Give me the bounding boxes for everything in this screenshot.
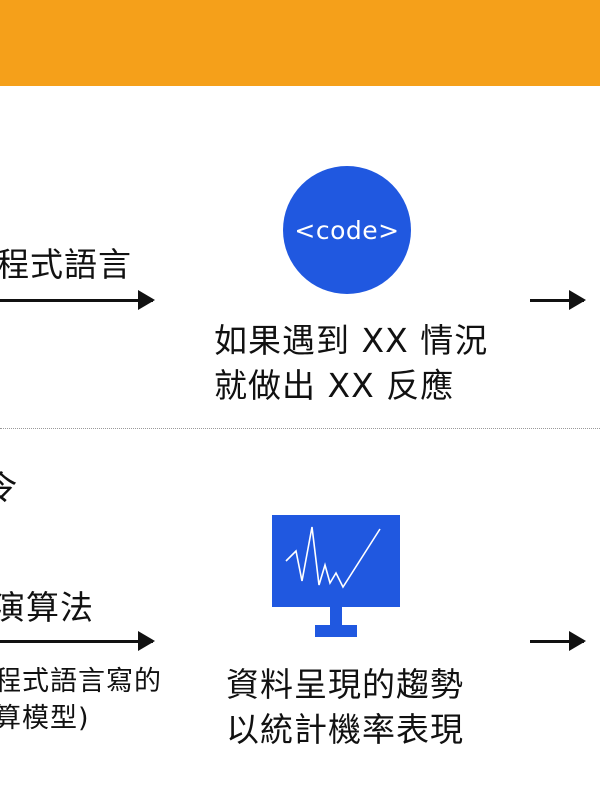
algorithm-label: 演算法 — [0, 588, 94, 627]
algorithm-desc-line-2: 算模型) — [0, 703, 90, 734]
statistics-line-2: 以統計機率表現 — [226, 710, 464, 749]
code-badge-text: <code> — [294, 215, 400, 245]
right-arrow-icon — [0, 290, 155, 310]
rule-line-1: 如果遇到 XX 情況 — [214, 321, 489, 360]
code-icon: <code> — [283, 166, 411, 294]
rule-line-2: 就做出 XX 反應 — [214, 366, 455, 405]
right-arrow-icon — [530, 290, 586, 310]
statistics-line-1: 資料呈現的趨勢 — [226, 665, 464, 704]
programming-language-label: 程式語言 — [0, 245, 132, 284]
partial-label: 令 — [0, 468, 18, 507]
right-arrow-icon — [0, 631, 155, 651]
right-arrow-icon — [530, 631, 586, 651]
header-bar — [0, 0, 600, 86]
section-divider — [0, 428, 600, 429]
monitor-chart-icon — [272, 515, 400, 637]
algorithm-desc-line-1: 程式語言寫的 — [0, 666, 162, 697]
